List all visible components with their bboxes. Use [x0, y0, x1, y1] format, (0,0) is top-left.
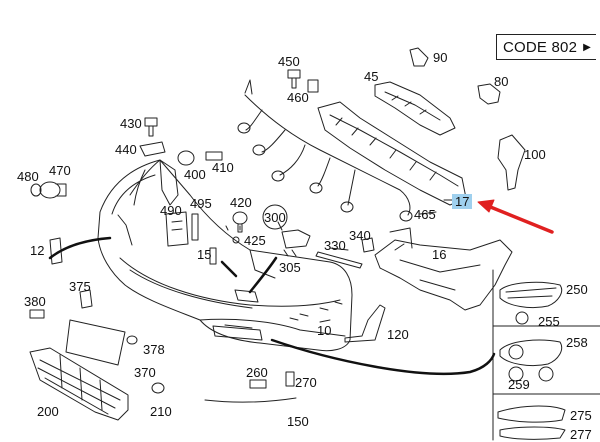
leader-258	[270, 338, 496, 376]
part-label-370[interactable]: 370	[134, 365, 156, 380]
fog-ring-259	[508, 366, 524, 382]
clip-270	[285, 371, 295, 387]
wiring-harness	[237, 79, 413, 222]
grille-258	[499, 339, 563, 367]
part-label-490[interactable]: 490	[160, 203, 182, 218]
part-label-258[interactable]: 258	[566, 335, 588, 350]
leader-12	[48, 236, 112, 260]
part-label-470[interactable]: 470	[49, 163, 71, 178]
part-label-420[interactable]: 420	[230, 195, 252, 210]
part-label-150[interactable]: 150	[287, 414, 309, 429]
part-label-430[interactable]: 430	[120, 116, 142, 131]
bracket-15	[209, 247, 217, 265]
triangle-right-icon: ▶	[583, 41, 591, 53]
pin-420	[232, 211, 248, 225]
nut-378	[126, 335, 138, 345]
sensor-470-480	[30, 181, 67, 199]
part-label-45[interactable]: 45	[364, 69, 379, 84]
strip-330	[315, 251, 363, 269]
leader-lines	[225, 199, 459, 323]
part-label-90[interactable]: 90	[433, 50, 448, 65]
headlamp-bracket-16	[374, 227, 513, 311]
module-490	[165, 211, 189, 247]
leader-305	[248, 256, 278, 294]
part-label-410[interactable]: 410	[212, 160, 234, 175]
part-label-80[interactable]: 80	[494, 74, 509, 89]
part-label-495[interactable]: 495	[190, 196, 212, 211]
part-label-100[interactable]: 100	[524, 147, 546, 162]
plate-bracket-370	[65, 319, 126, 366]
code-802-link[interactable]: CODE 802 ▶	[496, 34, 596, 60]
screw-380	[29, 309, 45, 319]
part-label-275[interactable]: 275	[570, 408, 592, 423]
clip-460	[307, 79, 319, 93]
part-label-480[interactable]: 480	[17, 169, 39, 184]
bumper-cover	[97, 159, 353, 352]
leader-15	[220, 260, 238, 278]
part-label-10[interactable]: 10	[317, 323, 332, 338]
part-label-210[interactable]: 210	[150, 404, 172, 419]
bracket-440	[139, 141, 166, 157]
sensor-400	[177, 150, 195, 166]
part-label-305[interactable]: 305	[279, 260, 301, 275]
part-label-259[interactable]: 259	[508, 377, 530, 392]
trim-277	[499, 426, 566, 440]
bumper-reinforcement-17	[317, 101, 467, 206]
part-label-277[interactable]: 277	[570, 427, 592, 442]
screw-260	[249, 379, 267, 389]
part-label-425[interactable]: 425	[244, 233, 266, 248]
sensor-80	[477, 83, 501, 105]
part-label-15[interactable]: 15	[197, 247, 212, 262]
part-label-270[interactable]: 270	[295, 375, 317, 390]
grille-275	[497, 405, 566, 423]
washer-425	[232, 236, 240, 244]
clip-375	[79, 289, 93, 309]
part-label-12[interactable]: 12	[30, 243, 45, 258]
code-label: CODE 802	[503, 38, 578, 56]
part-label-400[interactable]: 400	[184, 167, 206, 182]
part-label-260[interactable]: 260	[246, 365, 268, 380]
sensor-bracket-300	[281, 229, 311, 249]
part-label-340[interactable]: 340	[349, 228, 371, 243]
clip-495	[191, 213, 199, 241]
part-label-300[interactable]: 300	[264, 210, 286, 225]
part-label-200[interactable]: 200	[37, 404, 59, 419]
part-label-17-highlighted[interactable]: 17	[452, 194, 473, 209]
part-label-120[interactable]: 120	[387, 327, 409, 342]
bolt-450	[287, 69, 301, 89]
callout-300	[262, 204, 288, 230]
part-label-450[interactable]: 450	[278, 54, 300, 69]
pointer-arrow	[477, 199, 554, 234]
fog-cap-255	[515, 311, 529, 325]
part-label-465[interactable]: 465	[414, 207, 436, 222]
part-label-330[interactable]: 330	[324, 238, 346, 253]
grille-250	[499, 281, 563, 309]
bolt-430	[144, 117, 158, 137]
part-label-380[interactable]: 380	[24, 294, 46, 309]
lower-grille-200	[29, 347, 129, 421]
clip-305	[283, 249, 297, 257]
trim-150	[204, 397, 297, 403]
part-label-460[interactable]: 460	[287, 90, 309, 105]
nut-210	[151, 382, 165, 394]
part-label-16[interactable]: 16	[432, 247, 447, 262]
screw-410	[205, 151, 223, 161]
part-label-440[interactable]: 440	[115, 142, 137, 157]
part-label-378[interactable]: 378	[143, 342, 165, 357]
pin-420-stem	[237, 223, 243, 233]
clip-90	[409, 47, 429, 67]
part-label-375[interactable]: 375	[69, 279, 91, 294]
bracket-100	[497, 134, 526, 191]
bracket-120	[344, 304, 386, 343]
clip-340	[361, 237, 375, 253]
bracket-45	[374, 81, 456, 136]
part-label-250[interactable]: 250	[566, 282, 588, 297]
part-label-255[interactable]: 255	[538, 314, 560, 329]
